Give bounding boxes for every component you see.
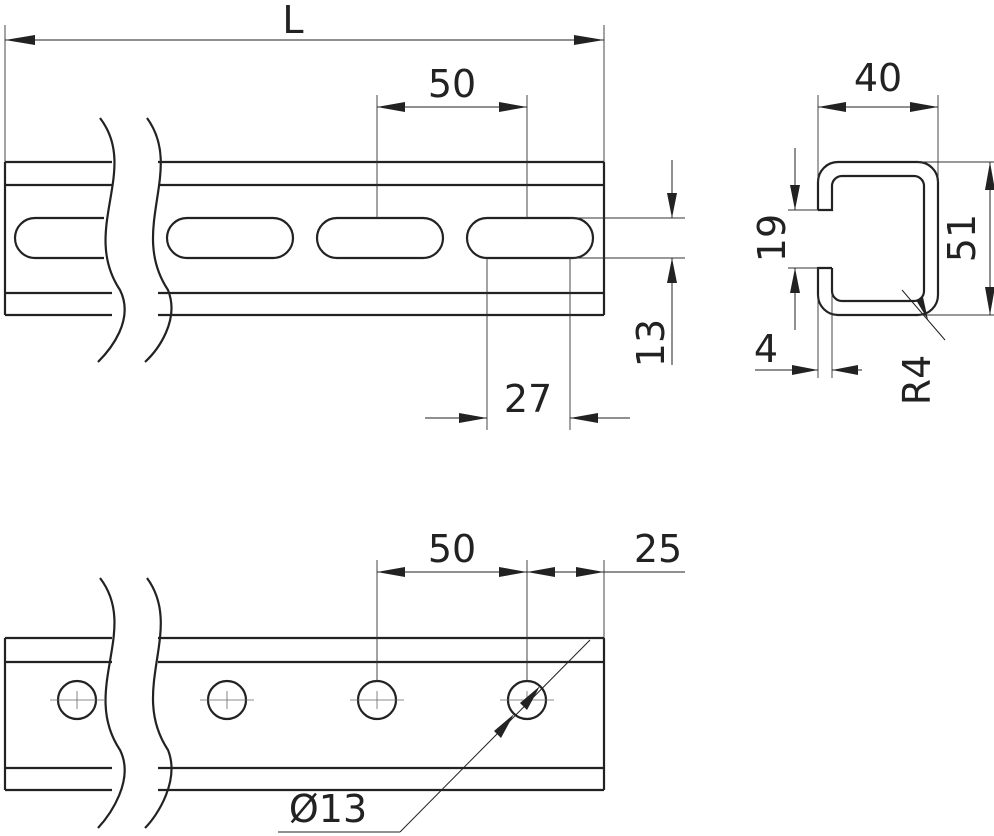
slot-1 xyxy=(165,216,295,260)
top-spacing-label: 50 xyxy=(428,62,476,106)
dimension-slot-length: 27 xyxy=(425,258,630,430)
slot-opening-label: 19 xyxy=(750,214,794,262)
profile-inner xyxy=(818,174,926,303)
dimension-wall-thickness: 4 xyxy=(754,295,862,378)
holed-rail-view xyxy=(3,577,606,829)
wall-thickness-label: 4 xyxy=(754,327,778,371)
dimension-profile-width: 40 xyxy=(817,56,939,182)
dimension-slot-width: 13 xyxy=(570,160,685,367)
hole-1 xyxy=(50,679,104,721)
hole-3 xyxy=(350,679,404,721)
hole-diameter-label: Ø13 xyxy=(289,787,367,831)
corner-radius-label: R4 xyxy=(895,355,939,406)
dimension-hole-diameter: Ø13 xyxy=(278,639,591,833)
break-line-top xyxy=(97,117,173,363)
slotted-rail-view xyxy=(3,117,606,363)
dimension-corner-radius: R4 xyxy=(895,289,946,406)
length-label: L xyxy=(282,0,303,42)
dimension-top-spacing: 50 xyxy=(376,62,528,218)
break-line-bottom xyxy=(97,577,173,829)
profile-outer xyxy=(816,160,940,317)
slot-partial xyxy=(13,216,104,260)
dimension-profile-height: 51 xyxy=(918,161,994,316)
slot-2 xyxy=(315,216,445,260)
slot-length-label: 27 xyxy=(504,377,552,421)
dimension-length: L xyxy=(4,0,605,162)
bottom-spacing-label: 50 xyxy=(428,527,476,571)
profile-height-label: 51 xyxy=(940,214,984,262)
dimension-end-offset: 25 xyxy=(527,527,685,638)
profile-section xyxy=(816,160,940,317)
hole-2 xyxy=(200,679,254,721)
rail-top-right-edges xyxy=(158,160,606,317)
dimension-slot-opening: 19 xyxy=(750,148,818,330)
dimension-bottom-spacing: 50 xyxy=(376,527,528,681)
rail-bottom-left-edges xyxy=(3,636,112,792)
end-offset-label: 25 xyxy=(634,527,682,571)
slot-width-label: 13 xyxy=(629,319,673,367)
rail-bottom-right-edges xyxy=(158,636,606,792)
rail-top-left-edges xyxy=(3,160,112,317)
slot-3 xyxy=(465,216,595,260)
profile-width-label: 40 xyxy=(854,56,902,100)
